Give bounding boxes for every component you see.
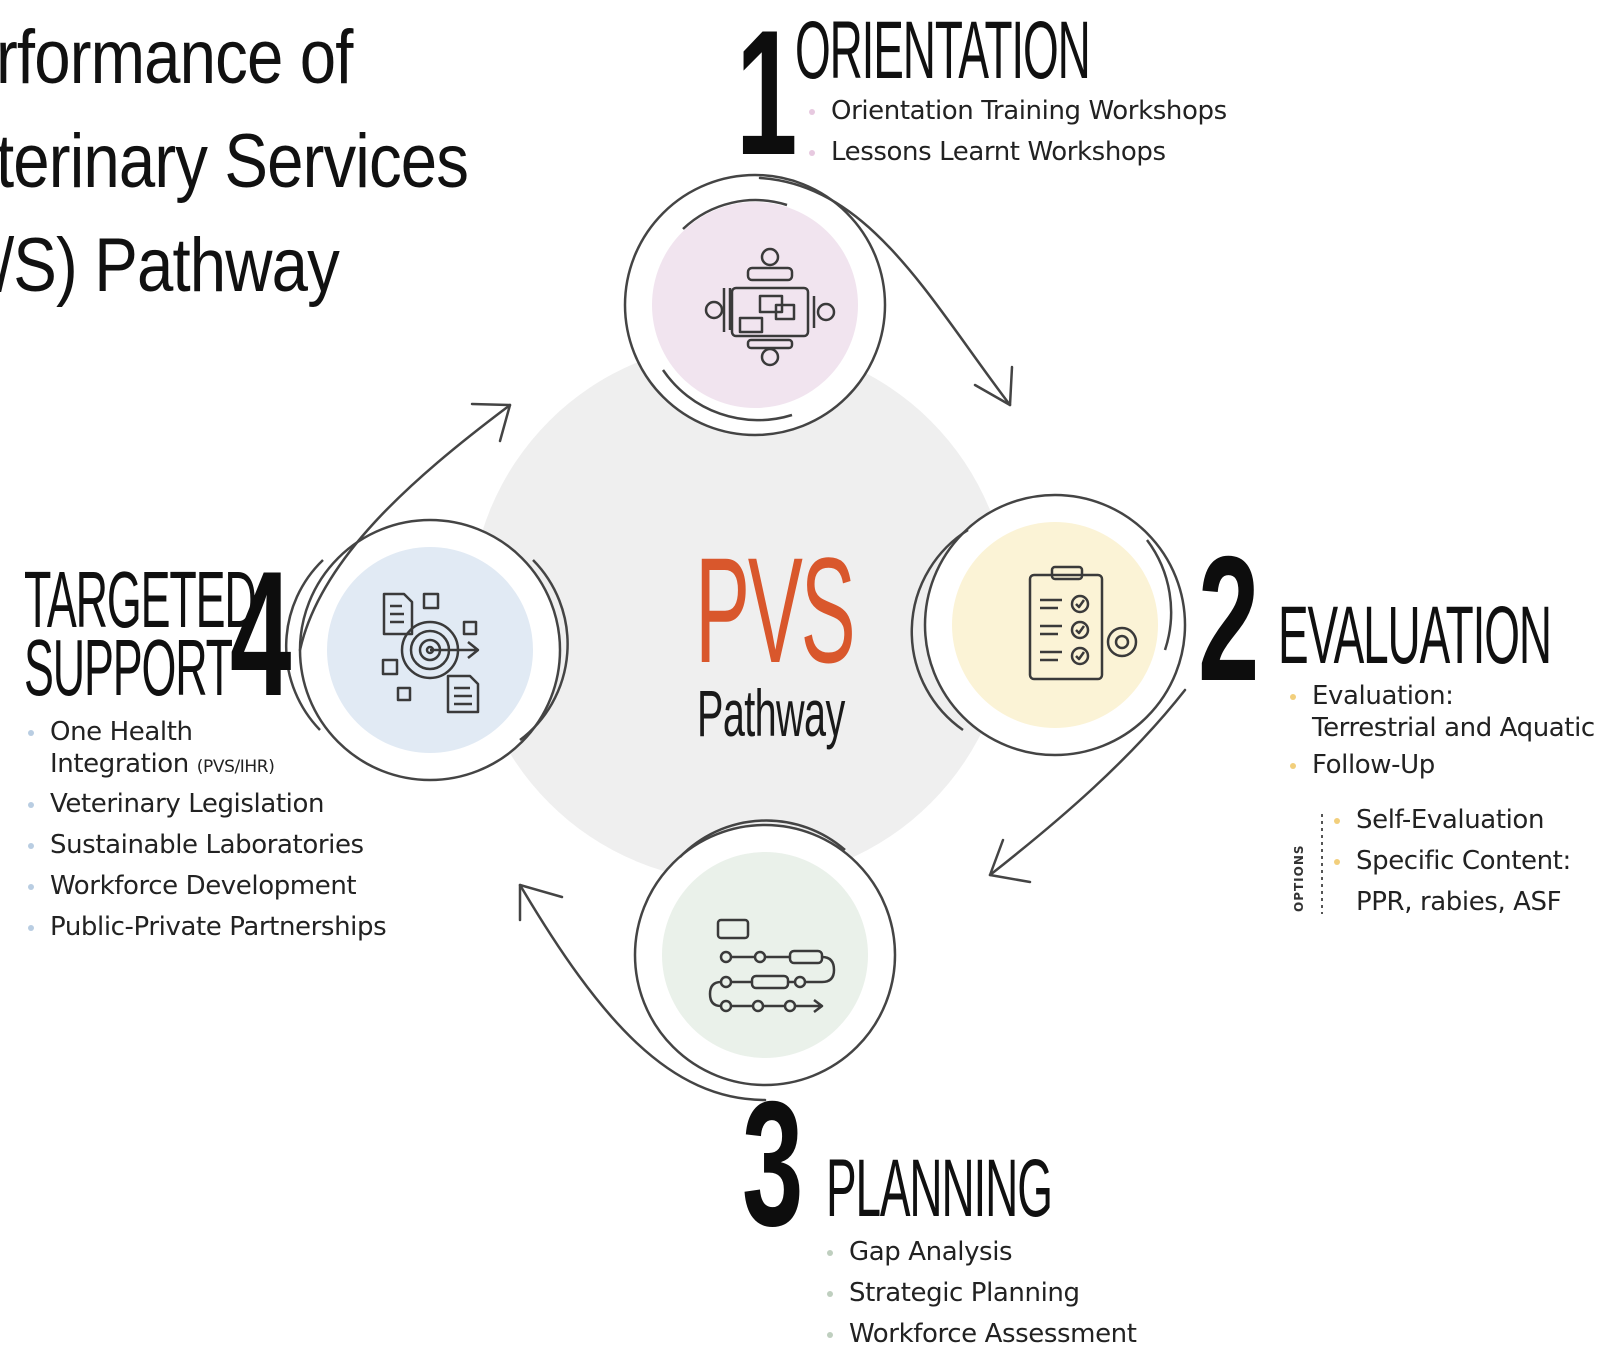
list-item: Workforce Assessment — [823, 1314, 1137, 1355]
step-heading-planning: PLANNING — [826, 1143, 1053, 1234]
planning-item-1: Gap Analysis — [849, 1237, 1013, 1267]
list-item: PPR, rabies, ASF — [1330, 882, 1571, 923]
team-meeting-icon — [704, 247, 836, 367]
arrow-orientation-to-evaluation-head — [973, 365, 1014, 407]
arrow-planning-to-support — [518, 883, 767, 1102]
arrow-evaluation-to-planning — [988, 688, 1187, 877]
list-item: Veterinary Legislation — [24, 784, 386, 825]
support-item-1-cont: Integration — [50, 749, 189, 779]
planning-list: Gap Analysis Strategic Planning Workforc… — [823, 1232, 1137, 1355]
step-number-support: 4 — [230, 534, 292, 733]
support-item-3: Sustainable Laboratories — [50, 830, 364, 860]
evaluation-item-1: Evaluation: — [1312, 681, 1454, 711]
list-item: Orientation Training Workshops — [805, 91, 1227, 132]
arrow-support-to-orientation — [298, 403, 512, 652]
support-item-2: Veterinary Legislation — [50, 789, 325, 819]
list-item: Lessons Learnt Workshops — [805, 132, 1227, 173]
step-number-evaluation: 2 — [1198, 519, 1260, 718]
evaluation-options-list: Self-Evaluation Specific Content: PPR, r… — [1330, 800, 1571, 923]
list-item: Workforce Development — [24, 866, 386, 907]
list-item: Specific Content: — [1330, 841, 1571, 882]
option-item-2-cont: PPR, rabies, ASF — [1356, 887, 1562, 917]
arrow-evaluation-to-planning-head — [988, 838, 1032, 884]
orientation-list: Orientation Training Workshops Lessons L… — [805, 91, 1227, 173]
step-heading-support-line1: TARGETED — [24, 555, 257, 644]
step-number-orientation: 1 — [736, 0, 798, 192]
options-label: OPTIONS — [1292, 844, 1306, 912]
evaluation-item-2: Follow-Up — [1312, 750, 1435, 780]
orientation-node — [623, 173, 887, 437]
support-item-4: Workforce Development — [50, 871, 357, 901]
list-item: Follow-Up — [1286, 745, 1595, 786]
support-item-1: One Health — [50, 717, 193, 747]
list-item: One Health — [24, 712, 386, 753]
center-disc — [470, 342, 1010, 882]
title-line-2: terinary Services — [0, 119, 469, 204]
title-line-3: /S) Pathway — [0, 223, 340, 308]
planning-item-3: Workforce Assessment — [849, 1319, 1137, 1349]
option-item-2: Specific Content: — [1356, 846, 1571, 876]
list-item: Gap Analysis — [823, 1232, 1137, 1273]
arrow-support-to-orientation-head — [470, 402, 512, 443]
list-item: Terrestrial and Aquatic — [1286, 711, 1595, 745]
list-item: Evaluation: — [1286, 676, 1595, 717]
target-documents-icon — [381, 592, 480, 714]
list-item: Public-Private Partnerships — [24, 907, 387, 948]
arrow-planning-to-support-head — [518, 883, 564, 922]
support-list: One Health Integration (PVS/IHR) Veterin… — [24, 712, 387, 948]
evaluation-list: Evaluation: Terrestrial and Aquatic Foll… — [1286, 676, 1595, 786]
evaluation-item-1-cont: Terrestrial and Aquatic — [1312, 713, 1595, 743]
support-item-1-note: (PVS/IHR) — [196, 757, 275, 777]
roadmap-flow-icon — [708, 918, 836, 1013]
step-number-planning: 3 — [742, 1064, 804, 1263]
list-item: Sustainable Laboratories — [24, 825, 386, 866]
orientation-item-1: Orientation Training Workshops — [831, 96, 1227, 126]
title-line-1: rformance of — [0, 15, 353, 100]
checklist-gear-icon — [1028, 565, 1138, 681]
step-heading-support-line2: SUPPORT — [24, 623, 233, 712]
list-item: Strategic Planning — [823, 1273, 1137, 1314]
list-item: Self-Evaluation — [1330, 800, 1571, 841]
center-acronym: PVS — [695, 526, 856, 694]
list-item: Integration (PVS/IHR) — [24, 747, 386, 784]
orientation-item-2: Lessons Learnt Workshops — [831, 137, 1166, 167]
step-heading-orientation: ORIENTATION — [795, 5, 1091, 96]
center-subtitle: Pathway — [697, 676, 845, 750]
support-item-5: Public-Private Partnerships — [50, 912, 387, 942]
option-item-1: Self-Evaluation — [1356, 805, 1545, 835]
step-heading-evaluation: EVALUATION — [1278, 590, 1552, 681]
planning-item-2: Strategic Planning — [849, 1278, 1080, 1308]
arrow-orientation-to-evaluation — [758, 176, 1012, 407]
